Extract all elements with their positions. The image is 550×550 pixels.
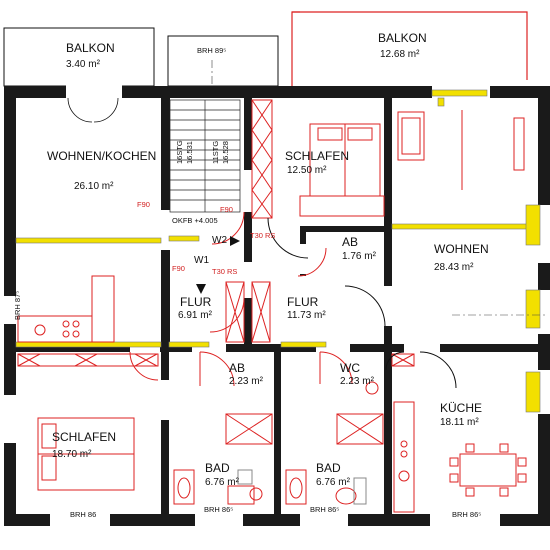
f90-label-a: F90 xyxy=(137,200,150,209)
okfb-level: OKFB +4.005 xyxy=(172,216,218,225)
w1-marker: W1 xyxy=(194,255,209,266)
exterior-openings xyxy=(3,85,550,527)
brh-west: BRH 87⁵ xyxy=(13,290,22,320)
balkon-east-name: BALKON xyxy=(378,31,427,45)
wohnen-kochen-name: WOHNEN/KOCHEN xyxy=(47,149,157,163)
wohnen-name: WOHNEN xyxy=(434,242,489,256)
living-furniture xyxy=(397,110,525,190)
ab-south-name: AB xyxy=(229,361,246,375)
wohnen-area: 28.43 m² xyxy=(434,262,474,273)
door-swings xyxy=(129,211,353,387)
wohnen-kochen-area: 26.10 m² xyxy=(74,181,114,192)
bed-south xyxy=(37,417,135,491)
flur-center-area: 11.73 m² xyxy=(287,310,326,321)
wc-name: WC xyxy=(340,361,360,375)
flur-center-name: FLUR xyxy=(287,295,319,309)
door-swings-black xyxy=(267,217,457,389)
kitchen-east xyxy=(393,401,527,513)
bath-fixtures xyxy=(173,381,379,505)
wc-area: 2.23 m² xyxy=(340,376,374,387)
bad-west-name: BAD xyxy=(205,461,230,475)
fire-walls xyxy=(17,99,415,445)
stair-left-count: 16STG xyxy=(175,140,184,164)
f90-label-b: F90 xyxy=(220,205,233,214)
stair-right-count: 11STG xyxy=(211,140,220,164)
bad-west-area: 6.76 m² xyxy=(205,477,239,488)
staircase xyxy=(169,99,241,213)
schlafen-south-area: 18.70 m² xyxy=(52,449,92,460)
stair-right-size: 16.528 xyxy=(221,141,230,164)
balcony-outlines xyxy=(3,27,279,87)
ab-south-area: 2.23 m² xyxy=(229,376,263,387)
ab-north-area: 1.76 m² xyxy=(342,251,376,262)
centre-lines xyxy=(211,60,546,316)
stair-left-size: 16.531 xyxy=(185,141,194,164)
door-gaps xyxy=(130,170,440,420)
direction-arrows xyxy=(196,236,240,294)
schlafen-north-name: SCHLAFEN xyxy=(285,149,350,163)
schlafen-south-name: SCHLAFEN xyxy=(52,430,117,444)
flur-west-name: FLUR xyxy=(180,295,212,309)
ab-north-name: AB xyxy=(342,235,359,249)
balkon-west-name: BALKON xyxy=(66,41,115,55)
w2-marker: W2 xyxy=(212,235,227,246)
brh-bad-west: BRH 86⁵ xyxy=(204,505,234,514)
balcony-door-west xyxy=(67,97,119,123)
balkon-east-area: 12.68 m² xyxy=(380,49,420,60)
bad-east-name: BAD xyxy=(316,461,341,475)
yellow-bands xyxy=(15,89,541,413)
brh-kueche: BRH 86⁵ xyxy=(452,510,482,519)
kitchen-west xyxy=(17,275,115,343)
f90-label-c: F90 xyxy=(172,264,185,273)
flur-west-area: 6.91 m² xyxy=(178,310,212,321)
brh-bad-east: BRH 86⁵ xyxy=(310,505,340,514)
t30rs-label-a: T30 RS xyxy=(250,231,276,240)
bad-east-area: 6.76 m² xyxy=(316,477,350,488)
balkon-west-area: 3.40 m² xyxy=(66,59,100,70)
brh-schlafen: BRH 86 xyxy=(70,510,97,519)
brh-top: BRH 89⁵ xyxy=(197,46,227,55)
t30rs-label-b: T30 RS xyxy=(212,267,238,276)
schlafen-north-area: 12.50 m² xyxy=(287,165,327,176)
bath-fixtures-grey xyxy=(237,469,367,505)
bed-north xyxy=(299,123,385,217)
balcony-east-railing xyxy=(291,11,528,88)
kueche-name: KÜCHE xyxy=(440,401,483,415)
kueche-area: 18.11 m² xyxy=(440,417,479,428)
